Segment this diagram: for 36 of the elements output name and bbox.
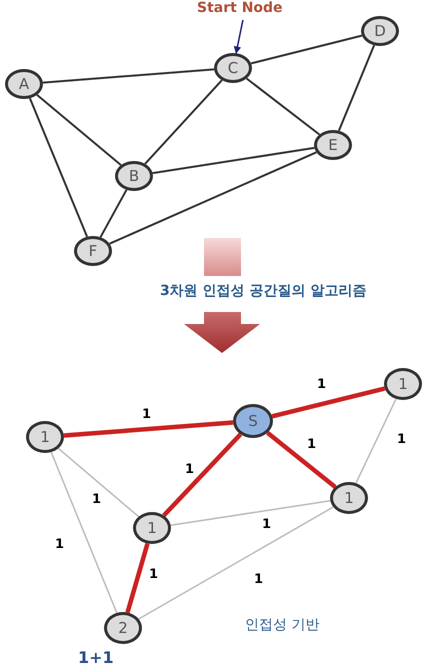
graph-edge — [64, 420, 234, 438]
graph-edge — [170, 500, 330, 526]
note-text: 인접성 기반 — [245, 616, 320, 634]
graph-edge — [266, 430, 337, 489]
graph-edge — [58, 448, 140, 518]
graph-node: E — [314, 130, 352, 160]
node-label: Start Node — [197, 0, 283, 16]
graph-edge — [138, 506, 334, 620]
arrow-caption: 3차원 인접성 공간질의 알고리즘 — [160, 282, 366, 300]
graph-edge — [144, 80, 223, 164]
graph-edge — [355, 398, 397, 484]
graph-edge — [50, 452, 118, 614]
graph-edge — [42, 68, 214, 84]
graph-node: F — [74, 236, 112, 266]
graph-edge — [338, 44, 376, 132]
graph-edge — [100, 189, 128, 238]
graph-node: 1 — [330, 482, 368, 514]
graph-node: 1 — [384, 368, 422, 400]
node-caption: 1+1 — [78, 648, 114, 667]
arrow — [234, 20, 244, 54]
graph-node: 1 — [26, 421, 64, 453]
graph-node: A — [5, 69, 43, 99]
graph-node: 1 — [133, 512, 171, 544]
graph-edge — [36, 94, 122, 166]
graph-node: S — [233, 404, 273, 438]
graph-node: B — [115, 161, 153, 191]
graph-edge — [152, 146, 315, 174]
graph-edge — [250, 34, 362, 64]
graph-edge — [125, 542, 150, 614]
graph-node: 2 — [104, 612, 142, 644]
graph-edge — [162, 432, 242, 518]
graph-edge — [28, 98, 88, 238]
graph-node: D — [361, 16, 399, 46]
graph-node: C — [214, 53, 252, 83]
graph-edge — [246, 78, 320, 136]
graph-edge — [109, 151, 317, 245]
